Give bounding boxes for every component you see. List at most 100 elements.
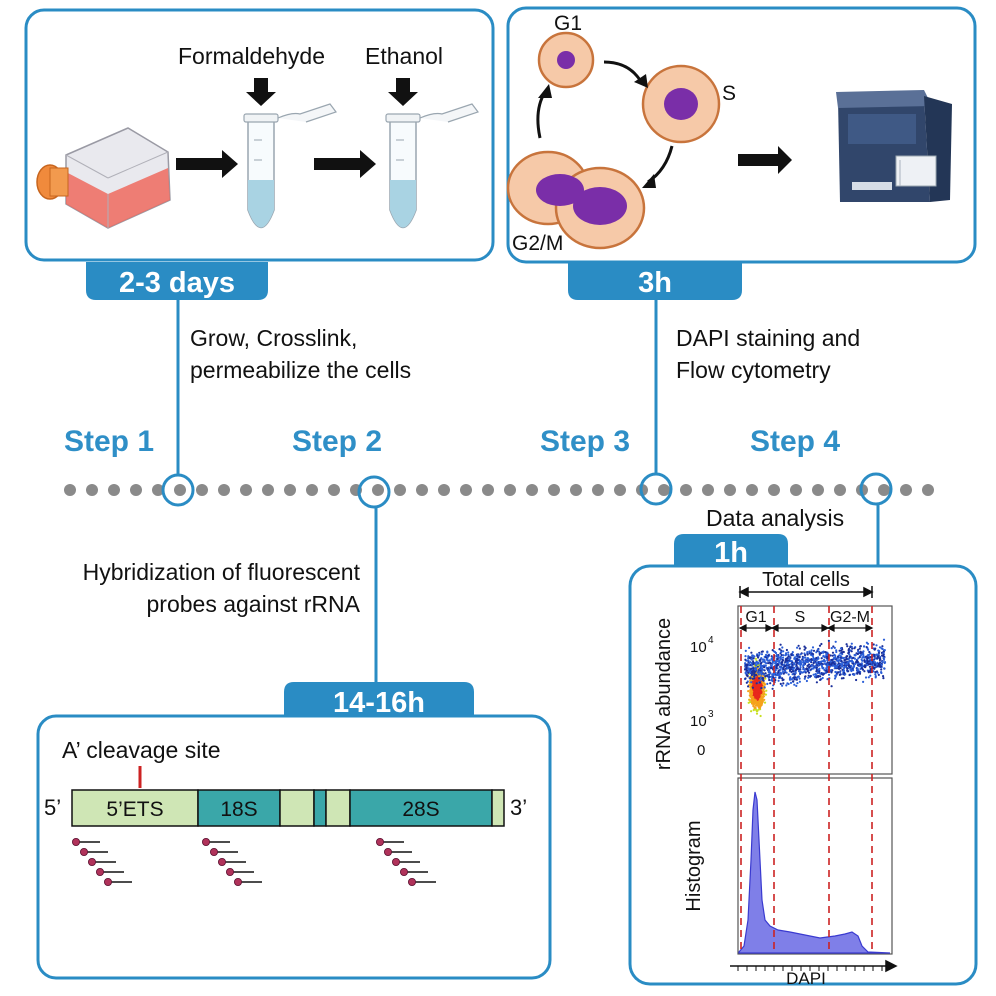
scatter-point	[752, 698, 756, 702]
probe-fluorophore	[225, 868, 234, 877]
scatter-point	[877, 673, 880, 677]
scatter-point	[856, 664, 860, 667]
scatter-point	[750, 667, 753, 670]
scatter-point	[874, 647, 877, 650]
scatter-point	[835, 666, 838, 669]
gate-range-arrows	[738, 624, 874, 632]
step1-label: Step 1	[64, 425, 154, 458]
timeline-dot	[482, 484, 494, 496]
scatter-point	[780, 666, 783, 669]
scatter-point	[791, 677, 794, 681]
scatter-point	[802, 668, 805, 671]
timeline-dot	[812, 484, 824, 496]
scatter-point	[750, 651, 753, 654]
arrow-down-icon	[246, 78, 276, 106]
scatter-point	[829, 654, 832, 657]
step4-caption: Data analysis	[706, 505, 844, 531]
scatter-point	[817, 668, 820, 671]
scatter-point	[839, 647, 843, 650]
arrow-down-icon	[388, 78, 418, 106]
timeline-dots	[64, 484, 934, 496]
scatter-point	[844, 658, 847, 661]
scatter-point	[756, 654, 759, 657]
scatter-point	[821, 667, 824, 670]
scatter-point	[767, 659, 770, 662]
panel-step2: 14-16h A’ cleavage site 5’ 3’ 5’ETS 18S …	[36, 682, 552, 980]
scatter-point	[785, 653, 788, 656]
scatter-point	[849, 645, 852, 648]
scatter-point	[775, 666, 778, 670]
scatter-point	[766, 674, 769, 677]
scatter-point	[750, 693, 753, 696]
scatter-point	[799, 666, 802, 669]
scatter-point	[850, 656, 853, 660]
scatter-point	[815, 661, 818, 664]
scatter-point	[812, 667, 815, 670]
scatter-point	[880, 663, 883, 666]
scatter-point	[755, 660, 758, 664]
scatter-point	[749, 671, 752, 674]
culture-flask-icon	[36, 127, 171, 229]
scatter-point	[838, 664, 842, 668]
scatter-point	[744, 662, 747, 665]
scatter-point	[823, 668, 826, 672]
scatter-point	[760, 694, 763, 697]
gate-lines	[740, 606, 873, 954]
timeline-dot	[218, 484, 230, 496]
scatter-point	[868, 665, 872, 668]
scatter-point	[786, 682, 789, 685]
scatter-point	[833, 646, 836, 650]
three-prime-label: 3’	[510, 795, 527, 820]
scatter-point	[877, 653, 880, 656]
scatter-point	[880, 651, 884, 655]
five-prime-label: 5’	[44, 795, 61, 820]
scatter-point	[775, 674, 778, 677]
scatter-point	[798, 647, 801, 650]
cell-g2m-icon	[506, 150, 646, 250]
timeline-dot	[746, 484, 758, 496]
scatter-point	[831, 651, 835, 654]
scatter-point	[753, 677, 756, 680]
scatter-point	[803, 648, 806, 651]
scatter-point	[848, 659, 851, 663]
histogram-area	[738, 791, 891, 954]
timeline-dot	[768, 484, 780, 496]
scatter-point	[850, 665, 853, 668]
scatter-point	[765, 662, 768, 665]
panel-step4: 1h Total cells G1 S G2-M 10 4 10 3 0 rRN…	[628, 534, 978, 988]
panel2-frame	[36, 714, 552, 980]
scatter-point	[756, 687, 760, 690]
scatter-point	[766, 682, 769, 686]
scatter-point	[812, 649, 816, 652]
scatter-point	[779, 668, 782, 671]
scatter-point	[834, 670, 837, 674]
scatter-point	[860, 667, 864, 670]
scatter-point	[774, 671, 777, 675]
scatter-point	[798, 677, 801, 680]
scatter-point	[869, 656, 872, 659]
scatter-point	[882, 677, 885, 680]
gate-s-label: S	[795, 609, 806, 626]
scatter-point	[879, 658, 882, 661]
scatter-point	[761, 668, 764, 671]
timeline-dot	[548, 484, 560, 496]
scatter-point	[852, 669, 855, 672]
scatter-point	[794, 676, 797, 679]
duration-label-step2: 14-16h	[333, 687, 425, 719]
scatter-point	[757, 654, 761, 657]
total-cells-range-arrow	[738, 586, 874, 598]
scatter-point	[810, 651, 813, 654]
scatter-point	[876, 657, 879, 660]
scatter-point	[780, 653, 783, 657]
scatter-point	[751, 686, 755, 689]
scatter-point	[855, 661, 858, 664]
scatter-point	[799, 670, 802, 673]
scatter-point	[754, 666, 758, 669]
scatter-point	[762, 673, 766, 676]
scatter-point	[835, 650, 838, 654]
scatter-point	[796, 675, 800, 679]
scatter-point	[817, 674, 820, 678]
scatter-point	[811, 654, 815, 658]
scatter-point	[759, 714, 762, 718]
